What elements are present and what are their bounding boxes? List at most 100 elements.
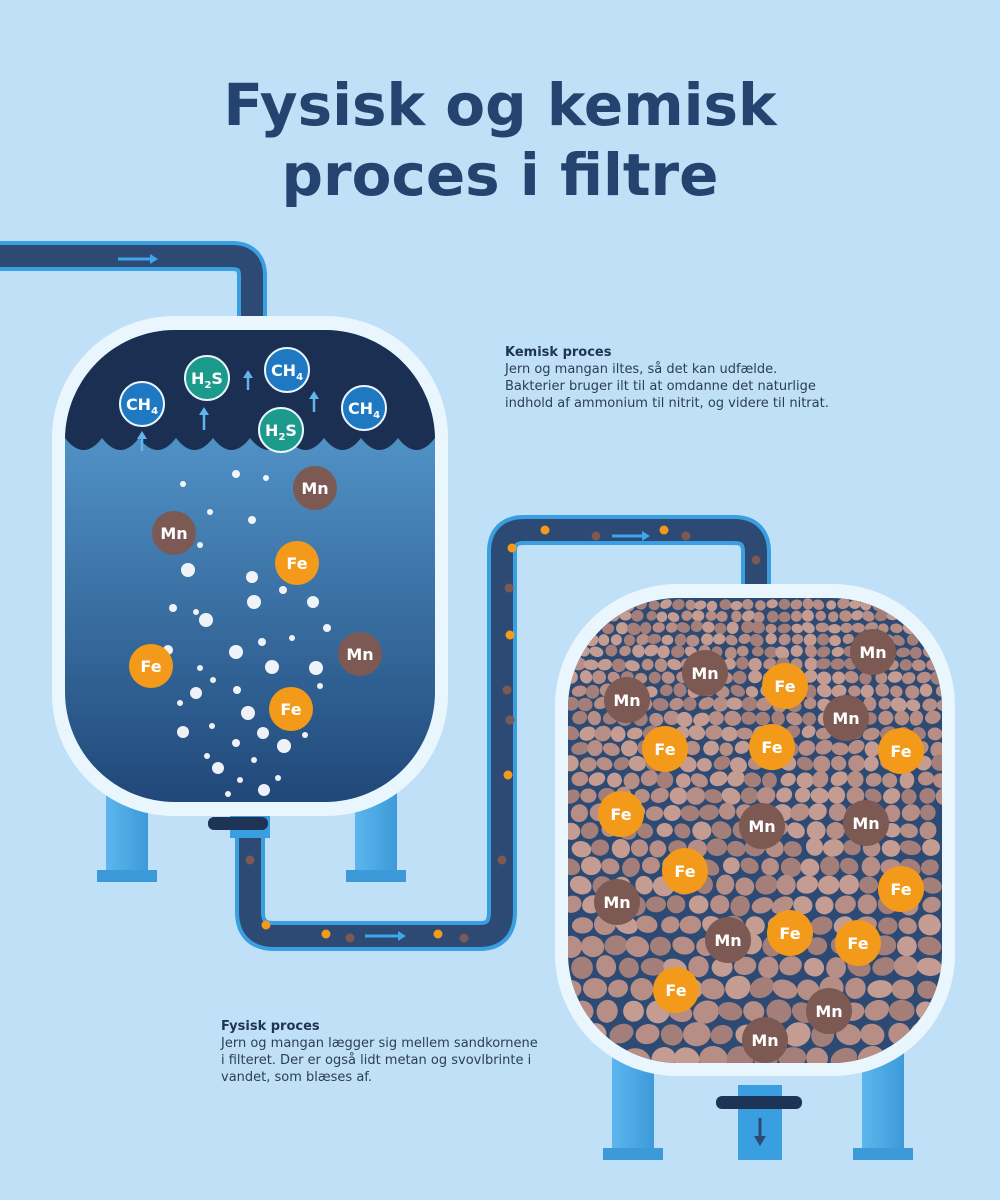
svg-text:CH4: CH4	[126, 395, 158, 417]
sand-grain	[579, 726, 596, 741]
sand-grain	[902, 672, 916, 685]
bubble	[279, 586, 287, 594]
inlet-flow-arrow	[118, 254, 158, 264]
bubble	[302, 732, 308, 738]
manganese-molecule: Mn	[742, 1017, 788, 1063]
sand-grain	[883, 788, 901, 804]
sand-grain	[766, 599, 778, 609]
iron-molecule: Fe	[653, 967, 699, 1013]
bubble	[237, 777, 243, 783]
bubble	[197, 665, 203, 671]
sand-grain	[692, 821, 712, 840]
sand-grain	[735, 877, 755, 896]
sand-grain	[652, 622, 665, 633]
sand-grain	[714, 622, 727, 635]
sand-grain	[736, 656, 749, 670]
sand-grain	[645, 896, 667, 913]
sand-grain	[721, 726, 738, 742]
sand-grain	[726, 697, 743, 710]
svg-text:Mn: Mn	[832, 709, 859, 728]
sand-grain	[810, 916, 833, 935]
sand-grain	[772, 979, 798, 999]
sand-grain	[802, 598, 814, 610]
sand-grain	[771, 711, 785, 726]
svg-text:Fe: Fe	[140, 657, 161, 676]
sand-grain	[623, 1000, 644, 1022]
sand-grain	[878, 710, 894, 726]
sand-grain	[674, 1047, 700, 1063]
bubble	[275, 775, 281, 781]
svg-text:Mn: Mn	[603, 893, 630, 912]
sand-grain	[924, 710, 941, 724]
sand-grain	[710, 1024, 733, 1045]
sand-grain	[648, 600, 660, 611]
sand-grain	[755, 600, 766, 611]
sand-grain	[828, 803, 847, 821]
sand-grain	[716, 611, 728, 622]
sand-grain	[630, 839, 649, 857]
sand-grain	[645, 806, 664, 821]
sand-grain	[594, 725, 612, 742]
sand-grain	[691, 610, 705, 622]
chemical-process-line-1: Jern og mangan iltes, så det kan udfælde…	[505, 362, 778, 377]
sand-grain	[712, 696, 729, 712]
sand-grain	[679, 915, 702, 934]
svg-text:Fe: Fe	[779, 924, 800, 943]
sand-grain	[862, 727, 880, 741]
iron-molecule: Fe	[662, 848, 708, 894]
sand-grain	[571, 841, 592, 858]
iron-particle	[503, 770, 513, 780]
sand-grain	[847, 770, 864, 788]
sand-grain	[602, 623, 615, 635]
sand-grain	[660, 1024, 683, 1046]
sand-grain	[661, 916, 680, 934]
sand-grain	[596, 955, 617, 978]
sand-grain	[796, 756, 814, 771]
sand-grain	[656, 823, 673, 838]
iron-particle	[433, 929, 443, 939]
sand-grain	[765, 623, 777, 634]
sand-grain	[920, 859, 939, 876]
sand-grain	[688, 956, 709, 978]
sand-grain	[851, 622, 865, 633]
sand-grain	[810, 787, 829, 804]
sand-grain	[899, 659, 912, 671]
iron-molecule: Fe	[749, 724, 795, 770]
sand-grain	[828, 623, 841, 634]
sand-grain	[725, 634, 738, 646]
sand-grain	[922, 698, 938, 712]
svg-text:Mn: Mn	[859, 643, 886, 662]
sand-grain	[832, 671, 846, 685]
sand-grain	[636, 823, 654, 839]
sand-grain	[682, 697, 697, 711]
sand-grain	[652, 698, 669, 711]
sand-grain	[663, 710, 680, 725]
sand-grain	[826, 822, 845, 840]
sand-grain	[604, 935, 628, 956]
sand-grain	[857, 894, 877, 915]
svg-text:Mn: Mn	[691, 664, 718, 683]
sand-grain	[712, 633, 726, 645]
manganese-molecule: Mn	[705, 917, 751, 963]
sand-grain	[596, 757, 613, 771]
sand-grain	[925, 609, 937, 622]
sand-grain	[609, 1023, 634, 1044]
svg-text:Fe: Fe	[774, 677, 795, 696]
sand-grain	[583, 659, 599, 671]
sand-grain	[859, 876, 879, 894]
svg-text:CH4: CH4	[271, 361, 303, 383]
sand-grain	[730, 600, 743, 611]
sand-grain	[803, 633, 817, 647]
sand-grain	[909, 646, 922, 659]
sand-grain	[571, 956, 593, 980]
sand-grain	[863, 696, 877, 712]
methane-molecule: CH4	[341, 385, 387, 431]
sand-grain	[681, 610, 693, 621]
tank-1	[52, 316, 448, 816]
sand-grain	[709, 771, 728, 787]
sand-grain	[568, 858, 581, 876]
sand-grain	[878, 697, 892, 710]
sand-grain	[790, 599, 803, 610]
sand-grain	[719, 742, 734, 757]
